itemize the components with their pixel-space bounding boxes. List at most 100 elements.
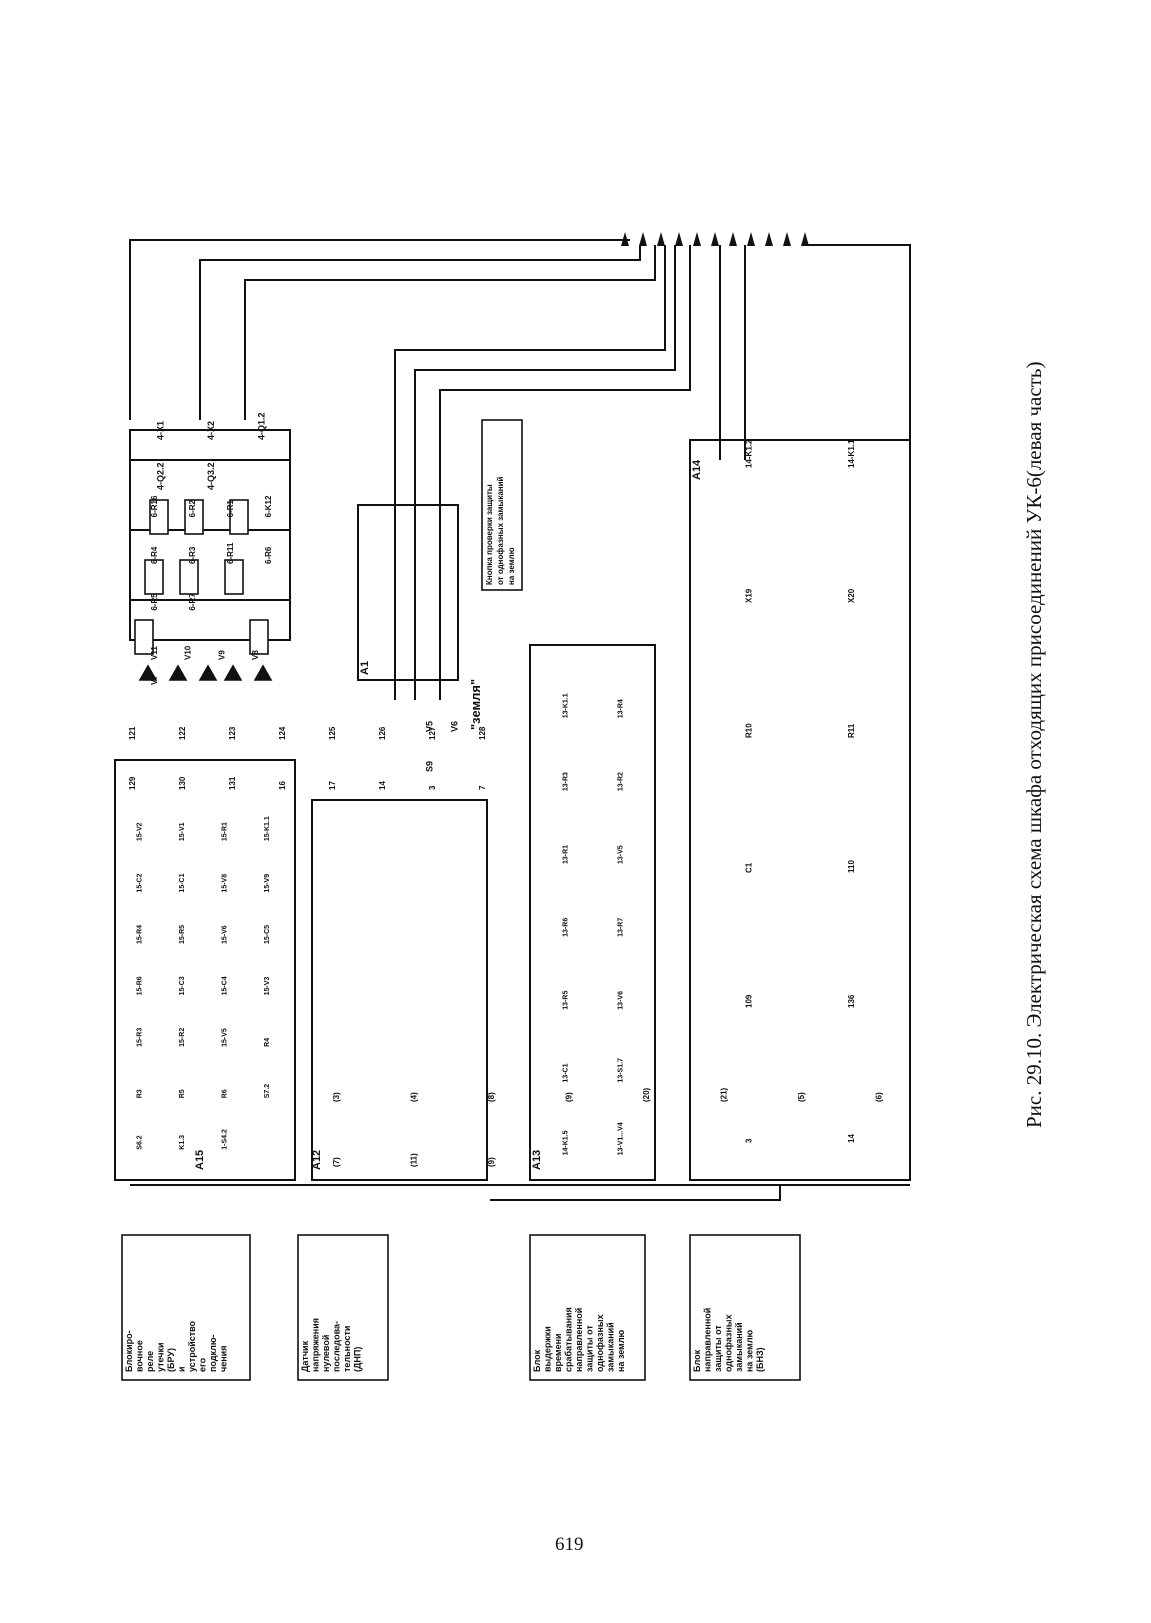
output-wire-2 bbox=[199, 245, 641, 420]
label-box-A15 bbox=[121, 1234, 251, 1381]
a13-label-13-R2: 13-R2 bbox=[618, 772, 625, 791]
bru-label-15-V5: 15-V5 bbox=[221, 1028, 228, 1047]
zemlya-label: "земля" bbox=[468, 679, 483, 730]
bru-label-15-R2: 15-R2 bbox=[179, 1028, 186, 1047]
block-frame-A12 bbox=[311, 799, 488, 1181]
bru-label-R6: R6 bbox=[221, 1089, 228, 1098]
a13-label-13-V5: 13-V5 bbox=[618, 845, 625, 864]
bru-label-S7-2: S7.2 bbox=[264, 1084, 271, 1099]
wire-number-130: 130 bbox=[178, 776, 187, 790]
label-box-A13 bbox=[529, 1234, 646, 1381]
block-frame-A1 bbox=[357, 504, 459, 681]
frame-id-A12: A12 bbox=[311, 1150, 323, 1170]
node-number--8-: (8) bbox=[487, 1092, 496, 1102]
connector-4-X2: 4-X2 bbox=[206, 421, 216, 440]
label-box-test-button bbox=[481, 419, 523, 591]
output-wire-1 bbox=[129, 239, 630, 420]
output-arrow-11 bbox=[801, 232, 809, 246]
diode-V10 bbox=[168, 664, 188, 681]
bru-label-15-C4: 15-C4 bbox=[221, 976, 228, 995]
resistor-label-6-R11: 6-R11 bbox=[226, 542, 235, 564]
output-arrow-2 bbox=[639, 232, 647, 246]
a13-label-13-K1-1: 13-K1.1 bbox=[563, 693, 570, 718]
frame-id-A14: A14 bbox=[691, 459, 703, 480]
resistor-label-6-R5: 6-R5 bbox=[150, 593, 159, 611]
resistor-label-6-R7: 6-R7 bbox=[188, 593, 197, 611]
wire-number-123: 123 bbox=[228, 726, 237, 740]
bru-label-15-V1: 15-V1 bbox=[179, 822, 186, 841]
output-arrow-8 bbox=[747, 232, 755, 246]
label-box-A12 bbox=[297, 1234, 389, 1381]
bru-label-1-S4-2: 1-S4.2 bbox=[221, 1129, 228, 1150]
bnz-label-3: 3 bbox=[744, 1138, 753, 1143]
bru-label-15-V2: 15-V2 bbox=[136, 822, 143, 841]
resistor-6-R5 bbox=[229, 499, 249, 535]
a13-label-13-V1-V4: 13-V1...V4 bbox=[618, 1122, 625, 1155]
a13-label-13-V6: 13-V6 bbox=[618, 991, 625, 1010]
output-arrow-6 bbox=[711, 232, 719, 246]
output-arrow-7 bbox=[729, 232, 737, 246]
bru-label-15-V6: 15-V6 bbox=[221, 925, 228, 944]
bru-label-15-R3: 15-R3 bbox=[136, 1028, 143, 1047]
bru-label-15-V9: 15-V9 bbox=[264, 874, 271, 893]
node-number--4-: (4) bbox=[409, 1092, 418, 1102]
frame-id-A13: A13 bbox=[531, 1150, 543, 1170]
wire-number-17: 17 bbox=[328, 781, 337, 790]
a13-label-13-R1: 13-R1 bbox=[563, 845, 570, 864]
block-label-A15: Блокиро-вочноерелеутечки(БРУ)иустройство… bbox=[124, 1320, 229, 1372]
diode-V9 bbox=[198, 664, 218, 681]
resistor-6-R2 bbox=[144, 559, 164, 595]
node-number--9-: (9) bbox=[487, 1157, 496, 1167]
block-label-A14: Блокнаправленнойзащиты отоднофазныхзамык… bbox=[692, 1308, 765, 1372]
resistor-6-R3 bbox=[184, 499, 204, 535]
bnz-label-R10: R10 bbox=[744, 723, 753, 738]
bru-label-15-K1-1: 15-K1.1 bbox=[264, 816, 271, 841]
output-arrow-3 bbox=[657, 232, 665, 246]
bru-label-15-C3: 15-C3 bbox=[179, 976, 186, 995]
node-number--7-: (7) bbox=[332, 1157, 341, 1167]
diode-label-V7: V7 bbox=[150, 675, 159, 685]
block-frame-A15 bbox=[114, 759, 296, 1181]
frame-id-A15: A15 bbox=[194, 1150, 206, 1170]
wire-number-14: 14 bbox=[378, 781, 387, 790]
output-arrow-1 bbox=[621, 232, 629, 246]
resistor-6-R4 bbox=[179, 559, 199, 595]
resistor-label-6-R1: 6-R1 bbox=[226, 499, 235, 517]
block-frame-A14 bbox=[689, 439, 911, 1181]
resistor-label-6-R6: 6-R6 bbox=[264, 546, 273, 564]
diode-label-V10: V10 bbox=[184, 645, 193, 660]
bnz-label-C1: C1 bbox=[744, 862, 753, 873]
wire-number-124: 124 bbox=[278, 726, 287, 740]
bru-label-R3: R3 bbox=[136, 1089, 143, 1098]
resistor-6-R6 bbox=[224, 559, 244, 595]
wire-number-7: 7 bbox=[478, 785, 487, 790]
figure-caption: Рис. 29.10. Электрическая схема шкафа от… bbox=[1022, 361, 1046, 1128]
bnz-label-110: 110 bbox=[847, 860, 856, 873]
bru-label-S6-2: S6.2 bbox=[136, 1135, 143, 1150]
bru-label-15-V3: 15-V3 bbox=[264, 977, 271, 996]
bru-label-R4: R4 bbox=[264, 1038, 271, 1047]
bnz-label-X19: X19 bbox=[744, 588, 753, 603]
node-number--9-: (9) bbox=[564, 1092, 573, 1102]
diode-label-V9: V9 bbox=[217, 650, 226, 660]
a13-label-13-R6: 13-R6 bbox=[563, 918, 570, 937]
output-wire-9 bbox=[805, 244, 911, 470]
connector-4-Q2-2: 4-Q2.2 bbox=[155, 462, 165, 490]
dnp-label-V5: V5 bbox=[425, 721, 435, 732]
a13-label-13-R5: 13-R5 bbox=[563, 991, 570, 1010]
bnz-label-R11: R11 bbox=[847, 723, 856, 738]
bru-label-R5: R5 bbox=[179, 1089, 186, 1098]
wire-number-129: 129 bbox=[128, 776, 137, 790]
block-label-A13: Блоквыдержкивременисрабатываниянаправлен… bbox=[532, 1307, 626, 1372]
bru-label-15-C2: 15-C2 bbox=[136, 873, 143, 892]
block-label-A12: Датчикнапряжениянулевойпоследова-тельнос… bbox=[300, 1318, 363, 1372]
a13-label-13-R7: 13-R7 bbox=[618, 918, 625, 937]
label-layer: Блокиро-вочноерелеутечки(БРУ)иустройство… bbox=[124, 232, 883, 1372]
dnp-label-S9: S9 bbox=[425, 761, 435, 772]
a13-label-13-R4: 13-R4 bbox=[618, 699, 625, 718]
bnz-label-14-K1-2: 14-K1.2 bbox=[744, 439, 753, 468]
node-number--6-: (6) bbox=[874, 1092, 883, 1102]
frame-id-A1: A1 bbox=[359, 661, 371, 675]
bnz-label-109: 109 bbox=[744, 994, 753, 1008]
wire-number-16: 16 bbox=[278, 781, 287, 790]
